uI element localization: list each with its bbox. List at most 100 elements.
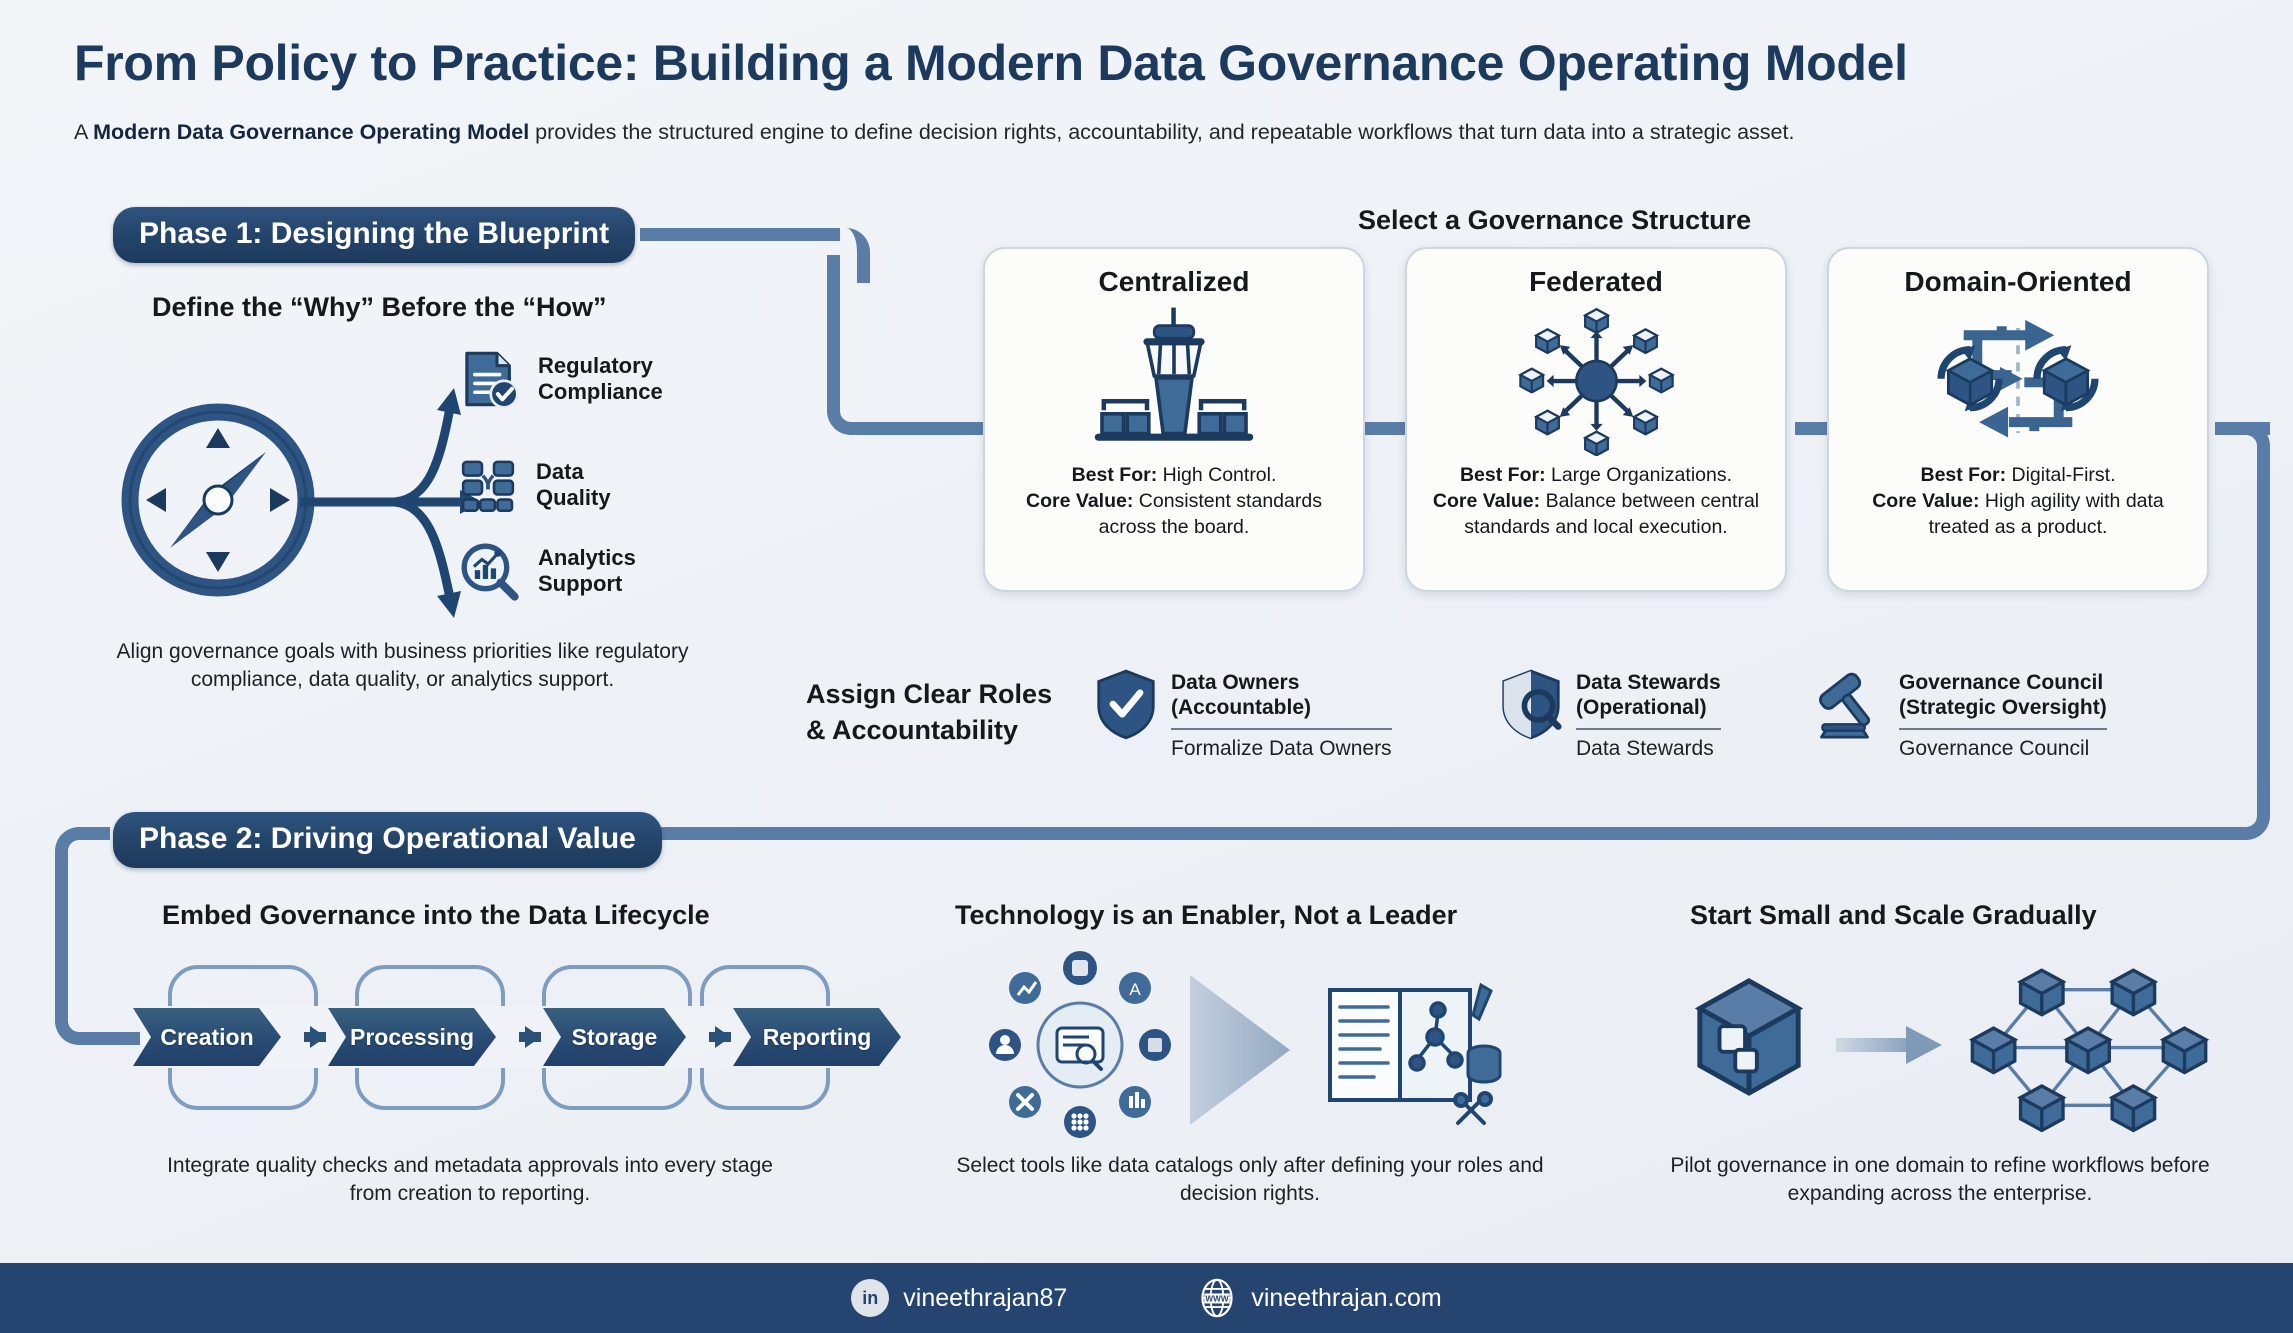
why-item-label-line1: Regulatory xyxy=(538,353,653,379)
rail-phase2-left-vertical xyxy=(55,855,68,1015)
card-title: Domain-Oriented xyxy=(1904,266,2132,297)
tech-transition-arrow-icon xyxy=(1190,975,1300,1125)
why-item-label-line2: Quality xyxy=(536,485,611,510)
lifecycle-stage-processing[interactable]: Processing xyxy=(328,1008,496,1066)
subtitle-rest: provides the structured engine to define… xyxy=(529,120,1795,144)
gavel-icon xyxy=(1815,668,1885,740)
technology-caption: Select tools like data catalogs only aft… xyxy=(956,1154,1544,1205)
rail-to-card-centralized xyxy=(870,422,1010,435)
why-item-label: Regulatory Compliance xyxy=(538,353,663,405)
why-item-label-line2: Compliance xyxy=(538,379,663,404)
single-cube-icon xyxy=(1690,975,1808,1103)
why-item-regulatory-compliance: Regulatory Compliance xyxy=(458,348,663,410)
governance-card-centralized[interactable]: Centralized B xyxy=(983,247,1365,592)
shield-check-icon xyxy=(1095,668,1157,740)
role-title: Governance Council (Strategic Oversight) xyxy=(1899,671,2107,719)
role-data-owners: Data Owners (Accountable) Formalize Data… xyxy=(1095,668,1392,761)
best-for-label: Best For: xyxy=(1920,464,2007,486)
best-for-value: Large Organizations. xyxy=(1545,464,1733,486)
website-url: vineethrajan.com xyxy=(1251,1283,1442,1312)
rail-phase1-corner-top xyxy=(815,228,870,283)
role-governance-council: Governance Council (Strategic Oversight)… xyxy=(1815,668,2107,761)
lifecycle-arrow-2 xyxy=(519,1026,541,1048)
role-title: Data Owners (Accountable) xyxy=(1171,671,1311,719)
lifecycle-stage-creation[interactable]: Creation xyxy=(133,1008,281,1066)
stage-label: Processing xyxy=(350,1023,474,1050)
hub-and-spoke-cubes-icon xyxy=(1407,298,1785,463)
assign-roles-heading-line2: & Accountability xyxy=(806,715,1019,746)
why-item-label: Data Quality xyxy=(536,459,611,511)
governance-card-federated[interactable]: Federated xyxy=(1405,247,1787,592)
why-item-data-quality: Data Quality xyxy=(458,455,611,515)
rail-right-vertical xyxy=(2257,450,2270,810)
phase-2-pill[interactable]: Phase 2: Driving Operational Value xyxy=(113,812,662,868)
core-value-label: Core Value: xyxy=(1872,489,1980,512)
footer-linkedin[interactable]: in vineethrajan87 xyxy=(851,1279,1067,1317)
role-divider xyxy=(1899,728,2107,731)
rail-phase2-horizontal xyxy=(640,827,2220,840)
data-catalog-book-icon xyxy=(1310,945,1510,1140)
role-title: Data Stewards (Operational) xyxy=(1576,671,1721,719)
why-item-label-line1: Data xyxy=(536,459,584,485)
core-value-text: High agility with data treated as a prod… xyxy=(1928,489,2164,538)
core-value-label: Core Value: xyxy=(1432,489,1541,512)
rail-right-corner-bottom xyxy=(2215,785,2270,840)
role-subtitle: Governance Council xyxy=(1899,737,2090,761)
role-data-stewards: Data Stewards (Operational) Data Steward… xyxy=(1500,668,1721,761)
best-for-label: Best For: xyxy=(1071,464,1158,486)
rail-phase1-horizontal-top xyxy=(640,228,840,241)
role-title-line1: Data Stewards xyxy=(1576,671,1721,694)
card-body: Best For: Digital-First. Core Value: Hig… xyxy=(1829,463,2207,541)
governance-structure-heading: Select a Governance Structure xyxy=(1358,205,1752,235)
why-item-label-line2: Support xyxy=(538,571,623,596)
lifecycle-arrow-3 xyxy=(709,1026,731,1048)
rail-phase2-left-corner-bottom xyxy=(55,990,110,1045)
role-subtitle: Formalize Data Owners xyxy=(1171,737,1392,761)
rail-phase1-corner-bottom xyxy=(827,380,882,435)
lifecycle-stage-reporting[interactable]: Reporting xyxy=(733,1008,901,1066)
role-divider xyxy=(1171,728,1392,731)
define-why-heading: Define the “Why” Before the “How” xyxy=(152,292,607,322)
phase-1-pill[interactable]: Phase 1: Designing the Blueprint xyxy=(113,207,636,263)
role-text: Data Owners (Accountable) Formalize Data… xyxy=(1171,668,1392,761)
card-title: Centralized xyxy=(1098,266,1250,297)
start-small-caption: Pilot governance in one domain to refine… xyxy=(1670,1154,2210,1205)
footer-website[interactable]: WWW vineethrajan.com xyxy=(1197,1278,1442,1318)
core-value-label: Core Value: xyxy=(1026,489,1134,512)
cube-mesh-network-icon xyxy=(1955,950,2225,1145)
role-divider xyxy=(1576,728,1721,731)
technology-heading: Technology is an Enabler, Not a Leader xyxy=(955,900,1458,930)
subtitle-lead: A xyxy=(74,120,94,144)
stage-label: Storage xyxy=(571,1023,658,1050)
svg-text:WWW: WWW xyxy=(1206,1295,1229,1304)
linkedin-icon: in xyxy=(851,1279,890,1317)
page-title: From Policy to Practice: Building a Mode… xyxy=(74,35,1908,91)
role-title-line1: Data Owners xyxy=(1171,671,1300,694)
scale-arrow-icon xyxy=(1836,1025,1946,1065)
role-title-line2: (Accountable) xyxy=(1171,696,1312,720)
assign-roles-heading: Assign Clear Roles & Accountability xyxy=(806,676,1052,749)
stage-label: Creation xyxy=(160,1023,254,1050)
why-caption: Align governance goals with business pri… xyxy=(116,640,689,691)
globe-www-icon: WWW xyxy=(1197,1278,1237,1318)
role-subtitle: Data Stewards xyxy=(1576,737,1714,761)
role-text: Governance Council (Strategic Oversight)… xyxy=(1899,668,2107,761)
footer-bar: in vineethrajan87 WWW vineethrajan.com xyxy=(0,1263,2293,1333)
document-check-icon xyxy=(458,348,520,410)
start-small-heading: Start Small and Scale Gradually xyxy=(1690,900,2097,930)
lifecycle-arrow-1 xyxy=(304,1026,326,1048)
svg-text:A: A xyxy=(1129,980,1141,999)
tools-cluster-icon: A xyxy=(985,950,1175,1140)
data-quality-grid-icon xyxy=(458,455,518,515)
subtitle-emphasis: Modern Data Governance Operating Model xyxy=(93,120,530,144)
card-title: Federated xyxy=(1529,266,1663,297)
linkedin-handle: vineethrajan87 xyxy=(903,1283,1068,1312)
core-value-text: Balance between central standards and lo… xyxy=(1464,489,1760,538)
lifecycle-caption: Integrate quality checks and metadata ap… xyxy=(167,1154,773,1205)
lifecycle-stage-storage[interactable]: Storage xyxy=(543,1008,686,1066)
governance-card-domain-oriented[interactable]: Domain-Oriented xyxy=(1827,247,2209,592)
best-for-label: Best For: xyxy=(1459,464,1546,486)
best-for-value: Digital-First. xyxy=(2006,464,2116,486)
rail-between-card1-card2 xyxy=(1355,422,1415,435)
